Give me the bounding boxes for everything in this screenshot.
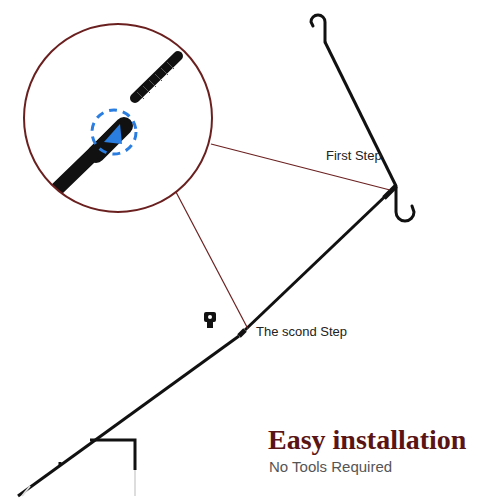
stake-tip	[134, 470, 136, 496]
magnified-joint	[20, 56, 178, 225]
lower-hook	[396, 186, 414, 221]
second-joint	[239, 330, 245, 336]
leader-line	[211, 144, 390, 190]
clip-icon	[204, 312, 216, 328]
stake-bracket	[60, 440, 135, 470]
main-pole	[245, 186, 396, 330]
step-label: First Step	[326, 148, 382, 163]
lower-pole	[18, 336, 239, 496]
caption: No Tools Required	[269, 458, 392, 475]
step-label: The scond Step	[256, 324, 347, 339]
heading: Easy installation	[268, 424, 466, 456]
callout-circle	[24, 24, 212, 212]
upper-arm	[325, 42, 396, 186]
leader-line	[176, 192, 248, 329]
top-hook	[311, 15, 325, 42]
pole-tip	[22, 486, 30, 496]
